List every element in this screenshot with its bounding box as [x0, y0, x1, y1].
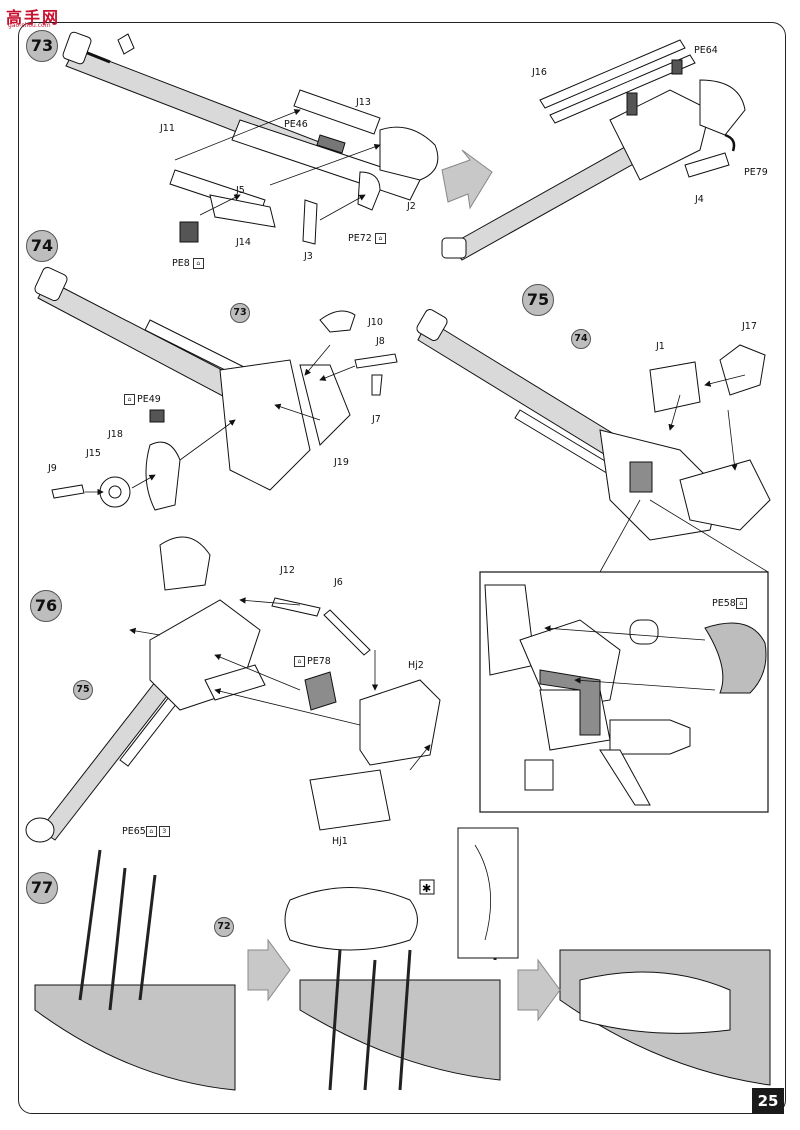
label-J1: J1 — [656, 341, 665, 352]
paint-icon — [419, 879, 435, 895]
label-PE78: ⌂PE78 — [294, 656, 331, 667]
label-J19: J19 — [334, 457, 349, 468]
page-number: 25 — [752, 1088, 784, 1114]
label-J4: J4 — [695, 194, 704, 205]
label-J15: J15 — [86, 448, 101, 459]
pe-icon: ⌂ — [124, 394, 135, 405]
step74-assembly — [34, 266, 398, 511]
watermark-text: 高手网 — [6, 8, 61, 27]
label-J14: J14 — [236, 237, 251, 248]
step73-progress-arrow — [441, 149, 493, 210]
ref-75-badge: 75 — [73, 680, 93, 700]
step76-assembly — [25, 536, 441, 843]
label-PE49: ⌂PE49 — [124, 394, 161, 405]
pe-count: 3 — [158, 826, 170, 837]
label-J5: J5 — [236, 185, 245, 196]
step77-detail-curve — [474, 844, 492, 941]
label-PE79: PE79 — [744, 167, 768, 178]
step-77-badge: 77 — [26, 872, 58, 904]
step77-progress-arrow-2 — [517, 958, 561, 1022]
step73-barrel-assembly — [62, 31, 439, 245]
ref-72-badge: 72 — [214, 917, 234, 937]
label-J13: J13 — [356, 97, 371, 108]
label-Hj1: Hj1 — [332, 836, 348, 847]
label-PE64: PE64 — [694, 45, 718, 56]
step76-arrows — [129, 597, 431, 771]
label-Hj2: Hj2 — [408, 660, 424, 671]
watermark-url: gao-shou.com — [8, 22, 51, 29]
pe-icon: ⌂ — [294, 656, 305, 667]
label-PE8: PE8 ⌂ — [172, 258, 206, 269]
step-74-badge: 74 — [26, 230, 58, 262]
label-PE46: PE46 — [284, 119, 308, 130]
label-PE65: PE65⌂3 — [122, 826, 172, 837]
instruction-sheet — [18, 22, 786, 1114]
label-J10: J10 — [368, 317, 383, 328]
ref-73-badge: 73 — [230, 303, 250, 323]
label-J17: J17 — [742, 321, 757, 332]
step73-result — [441, 39, 746, 261]
label-J8: J8 — [376, 336, 385, 347]
label-J3: J3 — [304, 251, 313, 262]
svg-text:✱: ✱ — [422, 882, 431, 895]
pe-icon: ⌂ — [735, 598, 747, 609]
label-J6: J6 — [334, 577, 343, 588]
pe-icon: ⌂ — [374, 233, 386, 244]
label-J2: J2 — [407, 201, 416, 212]
step77-progress-arrow-1 — [247, 938, 291, 1002]
step77-detail-box — [457, 827, 519, 959]
pe-icon: ⌂ — [192, 258, 204, 269]
label-PE58: PE58⌂ — [712, 598, 749, 609]
step74-arrows — [85, 344, 356, 496]
label-J9: J9 — [48, 463, 57, 474]
label-PE72: PE72 ⌂ — [348, 233, 388, 244]
step73-arrows — [174, 109, 381, 221]
label-J12: J12 — [280, 565, 295, 576]
label-J11: J11 — [160, 123, 175, 134]
label-J16: J16 — [532, 67, 547, 78]
pe-icon: ⌂ — [145, 826, 157, 837]
step-76-badge: 76 — [30, 590, 62, 622]
label-J18: J18 — [108, 429, 123, 440]
step75-assembly — [416, 309, 771, 541]
step-73-badge: 73 — [26, 30, 58, 62]
step-75-badge: 75 — [522, 284, 554, 316]
step75-detail-arrows — [544, 625, 716, 691]
step75-detail — [484, 584, 767, 806]
label-J7: J7 — [372, 414, 381, 425]
step77-turret — [34, 887, 771, 1091]
ref-74-badge: 74 — [571, 329, 591, 349]
watermark-logo: 高手网 gao-shou.com — [6, 4, 72, 29]
step75-arrows — [668, 374, 746, 471]
